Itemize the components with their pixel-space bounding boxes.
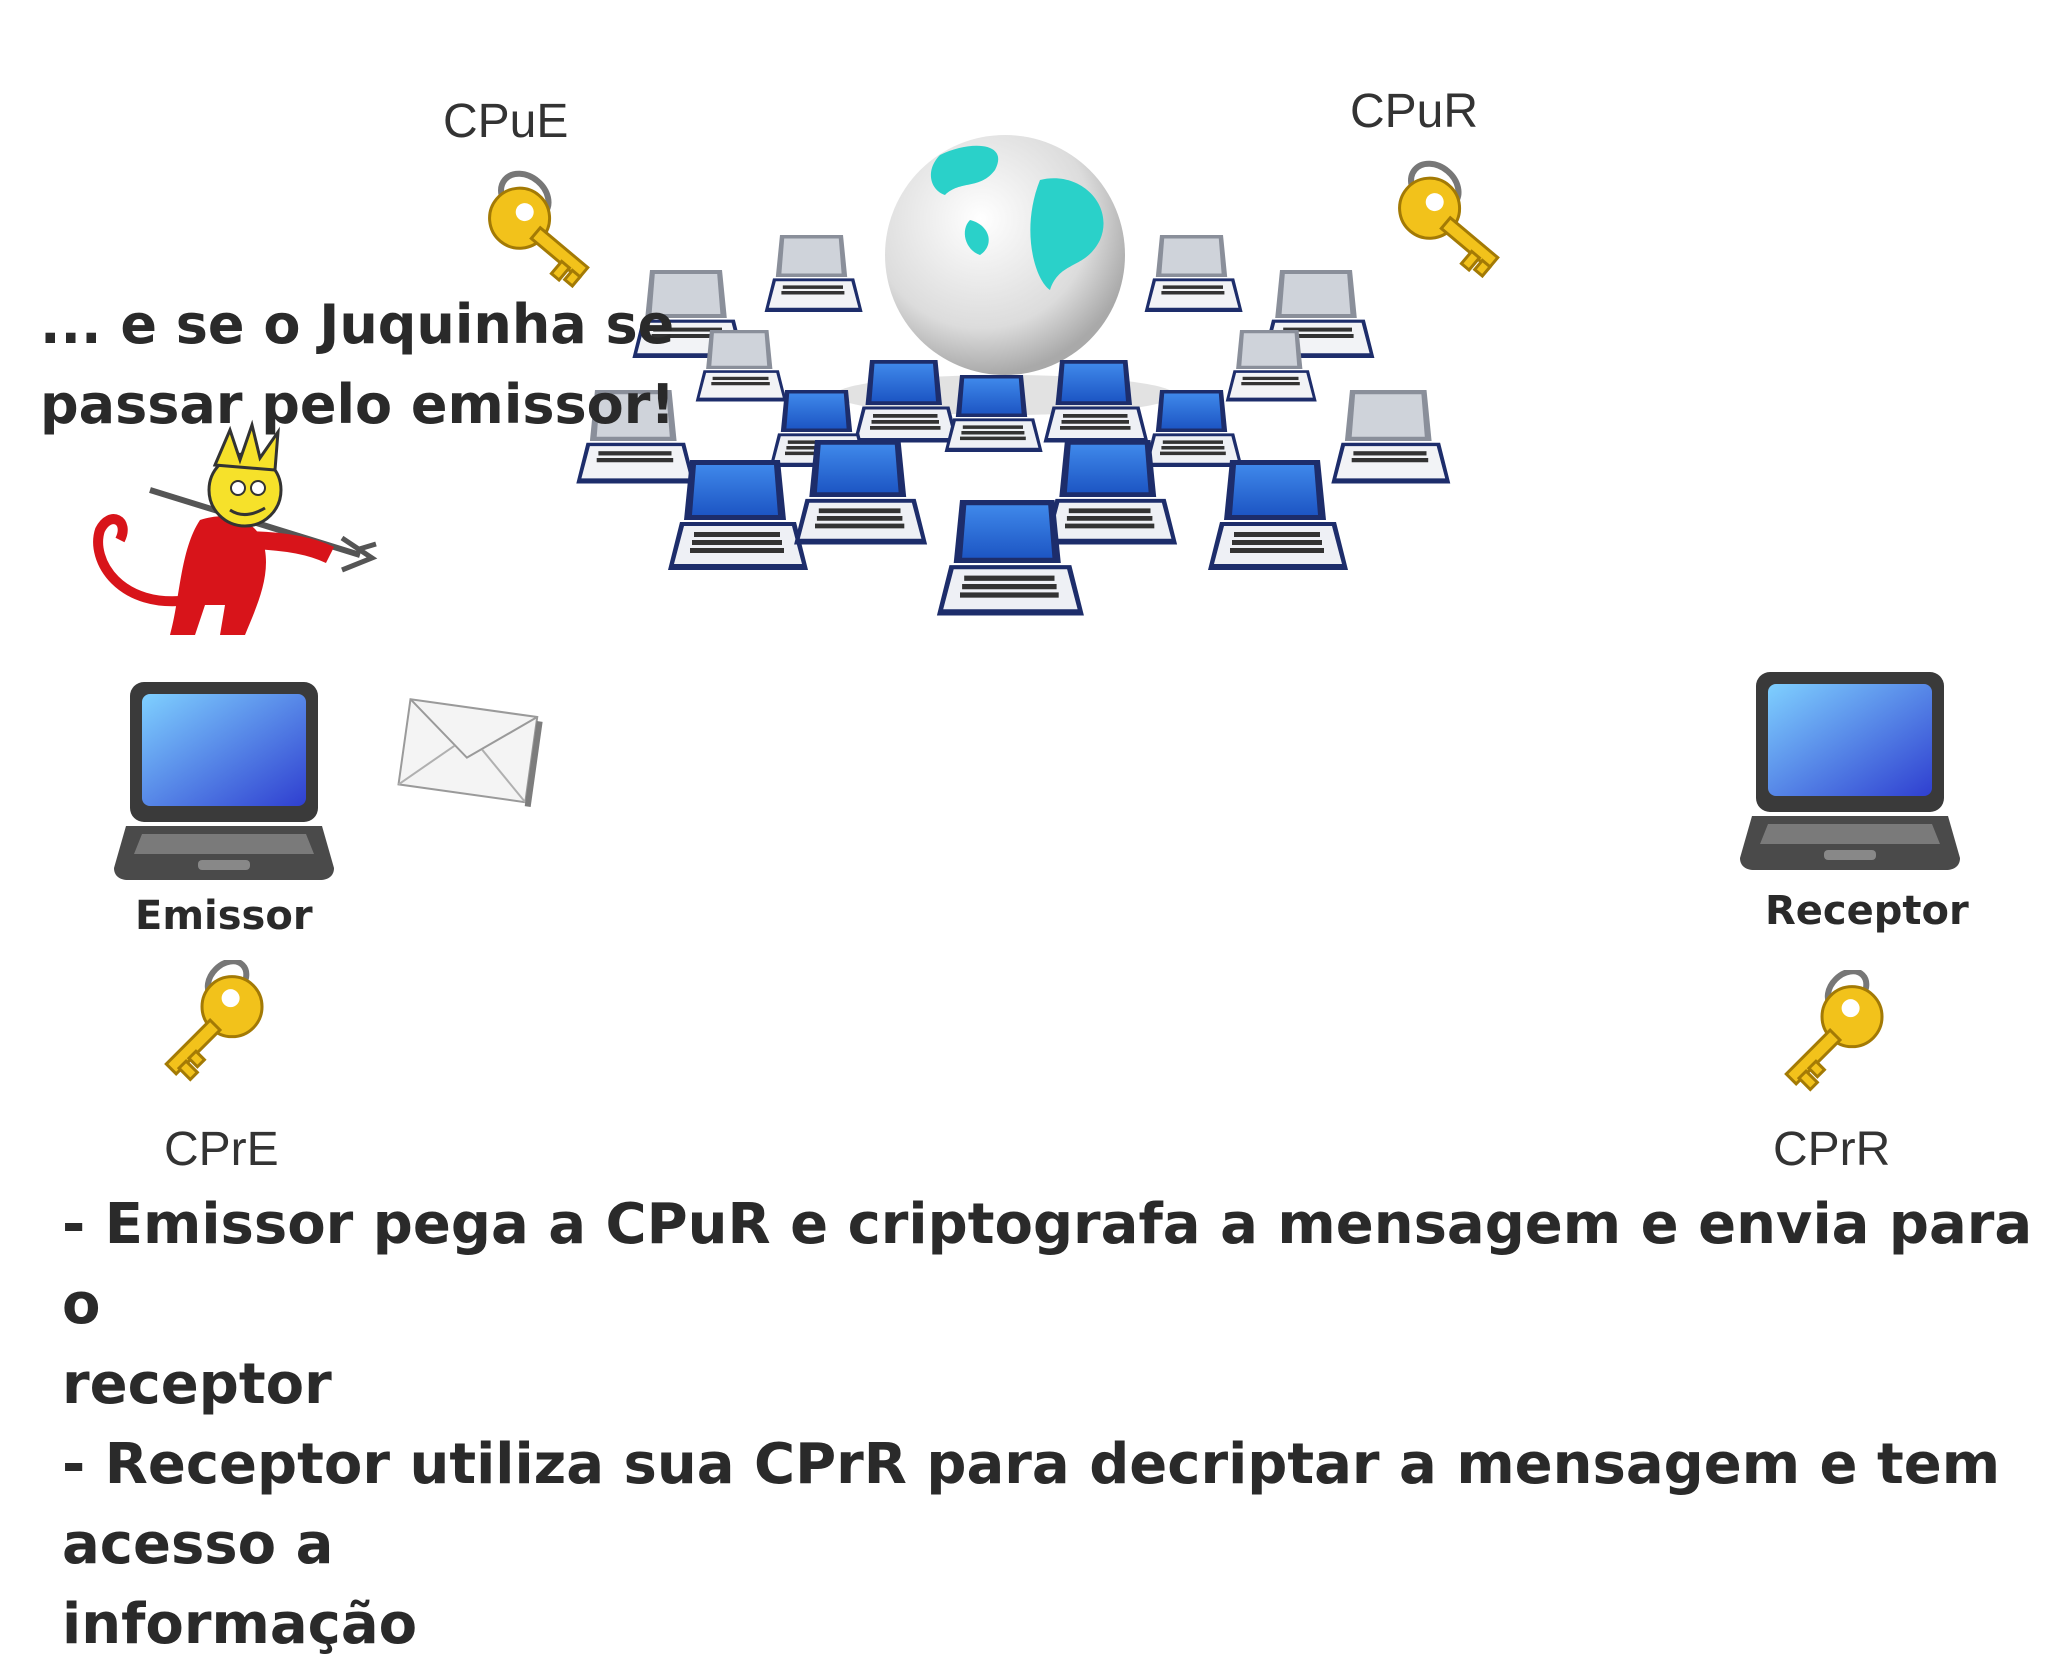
cpre-key-icon	[164, 960, 264, 1082]
cpue-key-icon	[488, 170, 590, 289]
cpur-key-icon	[1398, 160, 1500, 279]
emitter-laptop-icon	[114, 682, 334, 880]
globe-network-icon	[576, 135, 1451, 616]
cpur-label: CPuR	[1350, 85, 1479, 138]
headline-line-2: passar pelo emissor!	[40, 373, 675, 436]
devil-character-icon	[93, 419, 378, 635]
emitter-label: Emissor	[135, 893, 313, 939]
cpue-label: CPuE	[443, 95, 569, 148]
bullet-2-line-2: informação	[62, 1592, 418, 1657]
receiver-laptop-icon	[1740, 672, 1960, 870]
bullet-1-line-1: - Emissor pega a CPuR e criptografa a me…	[62, 1192, 2033, 1337]
bullet-2-line-1: - Receptor utiliza sua CPrR para decript…	[62, 1432, 2001, 1577]
envelope-icon	[397, 698, 543, 807]
bullet-1-line-2: receptor	[62, 1352, 332, 1417]
headline: ... e se o Juquinha se passar pelo emiss…	[40, 285, 675, 445]
cprr-label: CPrR	[1773, 1123, 1891, 1176]
cprr-key-icon	[1784, 970, 1884, 1092]
explanation-text: - Emissor pega a CPuR e criptografa a me…	[62, 1185, 2048, 1665]
cpre-label: CPrE	[164, 1123, 279, 1176]
headline-line-1: ... e se o Juquinha se	[40, 293, 675, 356]
receiver-label: Receptor	[1765, 888, 1969, 934]
